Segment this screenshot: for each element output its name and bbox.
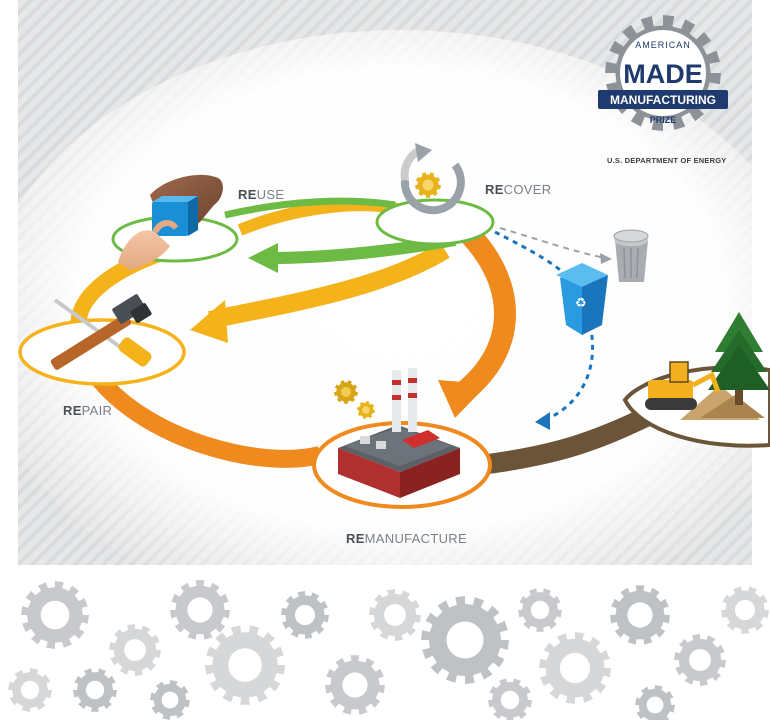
hand-holding-block-icon [118,174,223,270]
footer-gear [205,625,285,705]
recycle-bin-icon: ♻ [556,263,608,335]
repair-to-remanufacture-arrow [93,374,323,468]
recover-to-repair-arrow [208,242,450,329]
arrowhead [438,380,488,418]
reuse-to-recover-arrow [224,197,396,219]
footer-gear [281,591,329,639]
stage-label-remanufacture: REMANUFACTURE [346,531,467,546]
footer-gear [610,585,670,645]
hammer-screwdriver-icon [50,294,152,370]
factory-gear-shape [357,401,375,419]
arrowhead [600,253,612,264]
recover-to-remanufacture-arrow [452,216,516,404]
footer-gear [8,668,52,712]
logo-banner [598,90,728,109]
footer-gear [150,680,190,720]
arrowhead [535,412,550,430]
stage-label-reuse: REUSE [238,187,285,202]
recycle-gear-icon [400,143,465,215]
footer-gear [21,581,89,649]
footer-gear [170,580,230,640]
footer-gear [539,632,611,704]
recover-to-trash-dashed [499,227,606,259]
footer-gear [488,678,532,720]
raw-material-path [478,401,665,475]
gear-pattern-footer [0,565,770,720]
recover-to-recycle-dotted [494,230,577,286]
factory-icon [334,368,460,498]
recover-platform [375,198,495,246]
footer-gear [518,588,562,632]
bulldozer-tree-icon [645,312,770,420]
arrowhead [248,243,278,273]
logo-line1: AMERICAN [635,40,691,50]
arrowhead [190,300,228,343]
footer-gear [635,685,675,720]
stage-label-repair: REPAIR [63,403,113,418]
logo-line2: MADE [623,59,703,89]
recover-gear-shape [415,172,441,198]
cycle-arrows [62,197,665,475]
trash-can-icon [613,229,649,282]
repair-platform [18,318,186,386]
footer-gear [73,668,117,712]
factory-gear-shape [334,380,358,404]
footer-gear [369,589,421,641]
logo-line4: PRIZE [650,115,677,125]
logo-line3: MANUFACTURING [610,93,716,107]
footer-gear [674,634,726,686]
footer-gear [325,655,385,715]
recycle-to-remanufacture-dotted [544,324,595,422]
stage-label-recover: RECOVER [485,182,552,197]
svg-text:♻: ♻ [575,296,587,311]
footer-gear [421,596,509,684]
logo-department: U.S. DEPARTMENT OF ENERGY [607,156,727,165]
footer-gear [721,586,769,634]
footer-gear [109,624,161,676]
american-made-logo: AMERICAN MADE MANUFACTURING PRIZE [598,15,728,131]
